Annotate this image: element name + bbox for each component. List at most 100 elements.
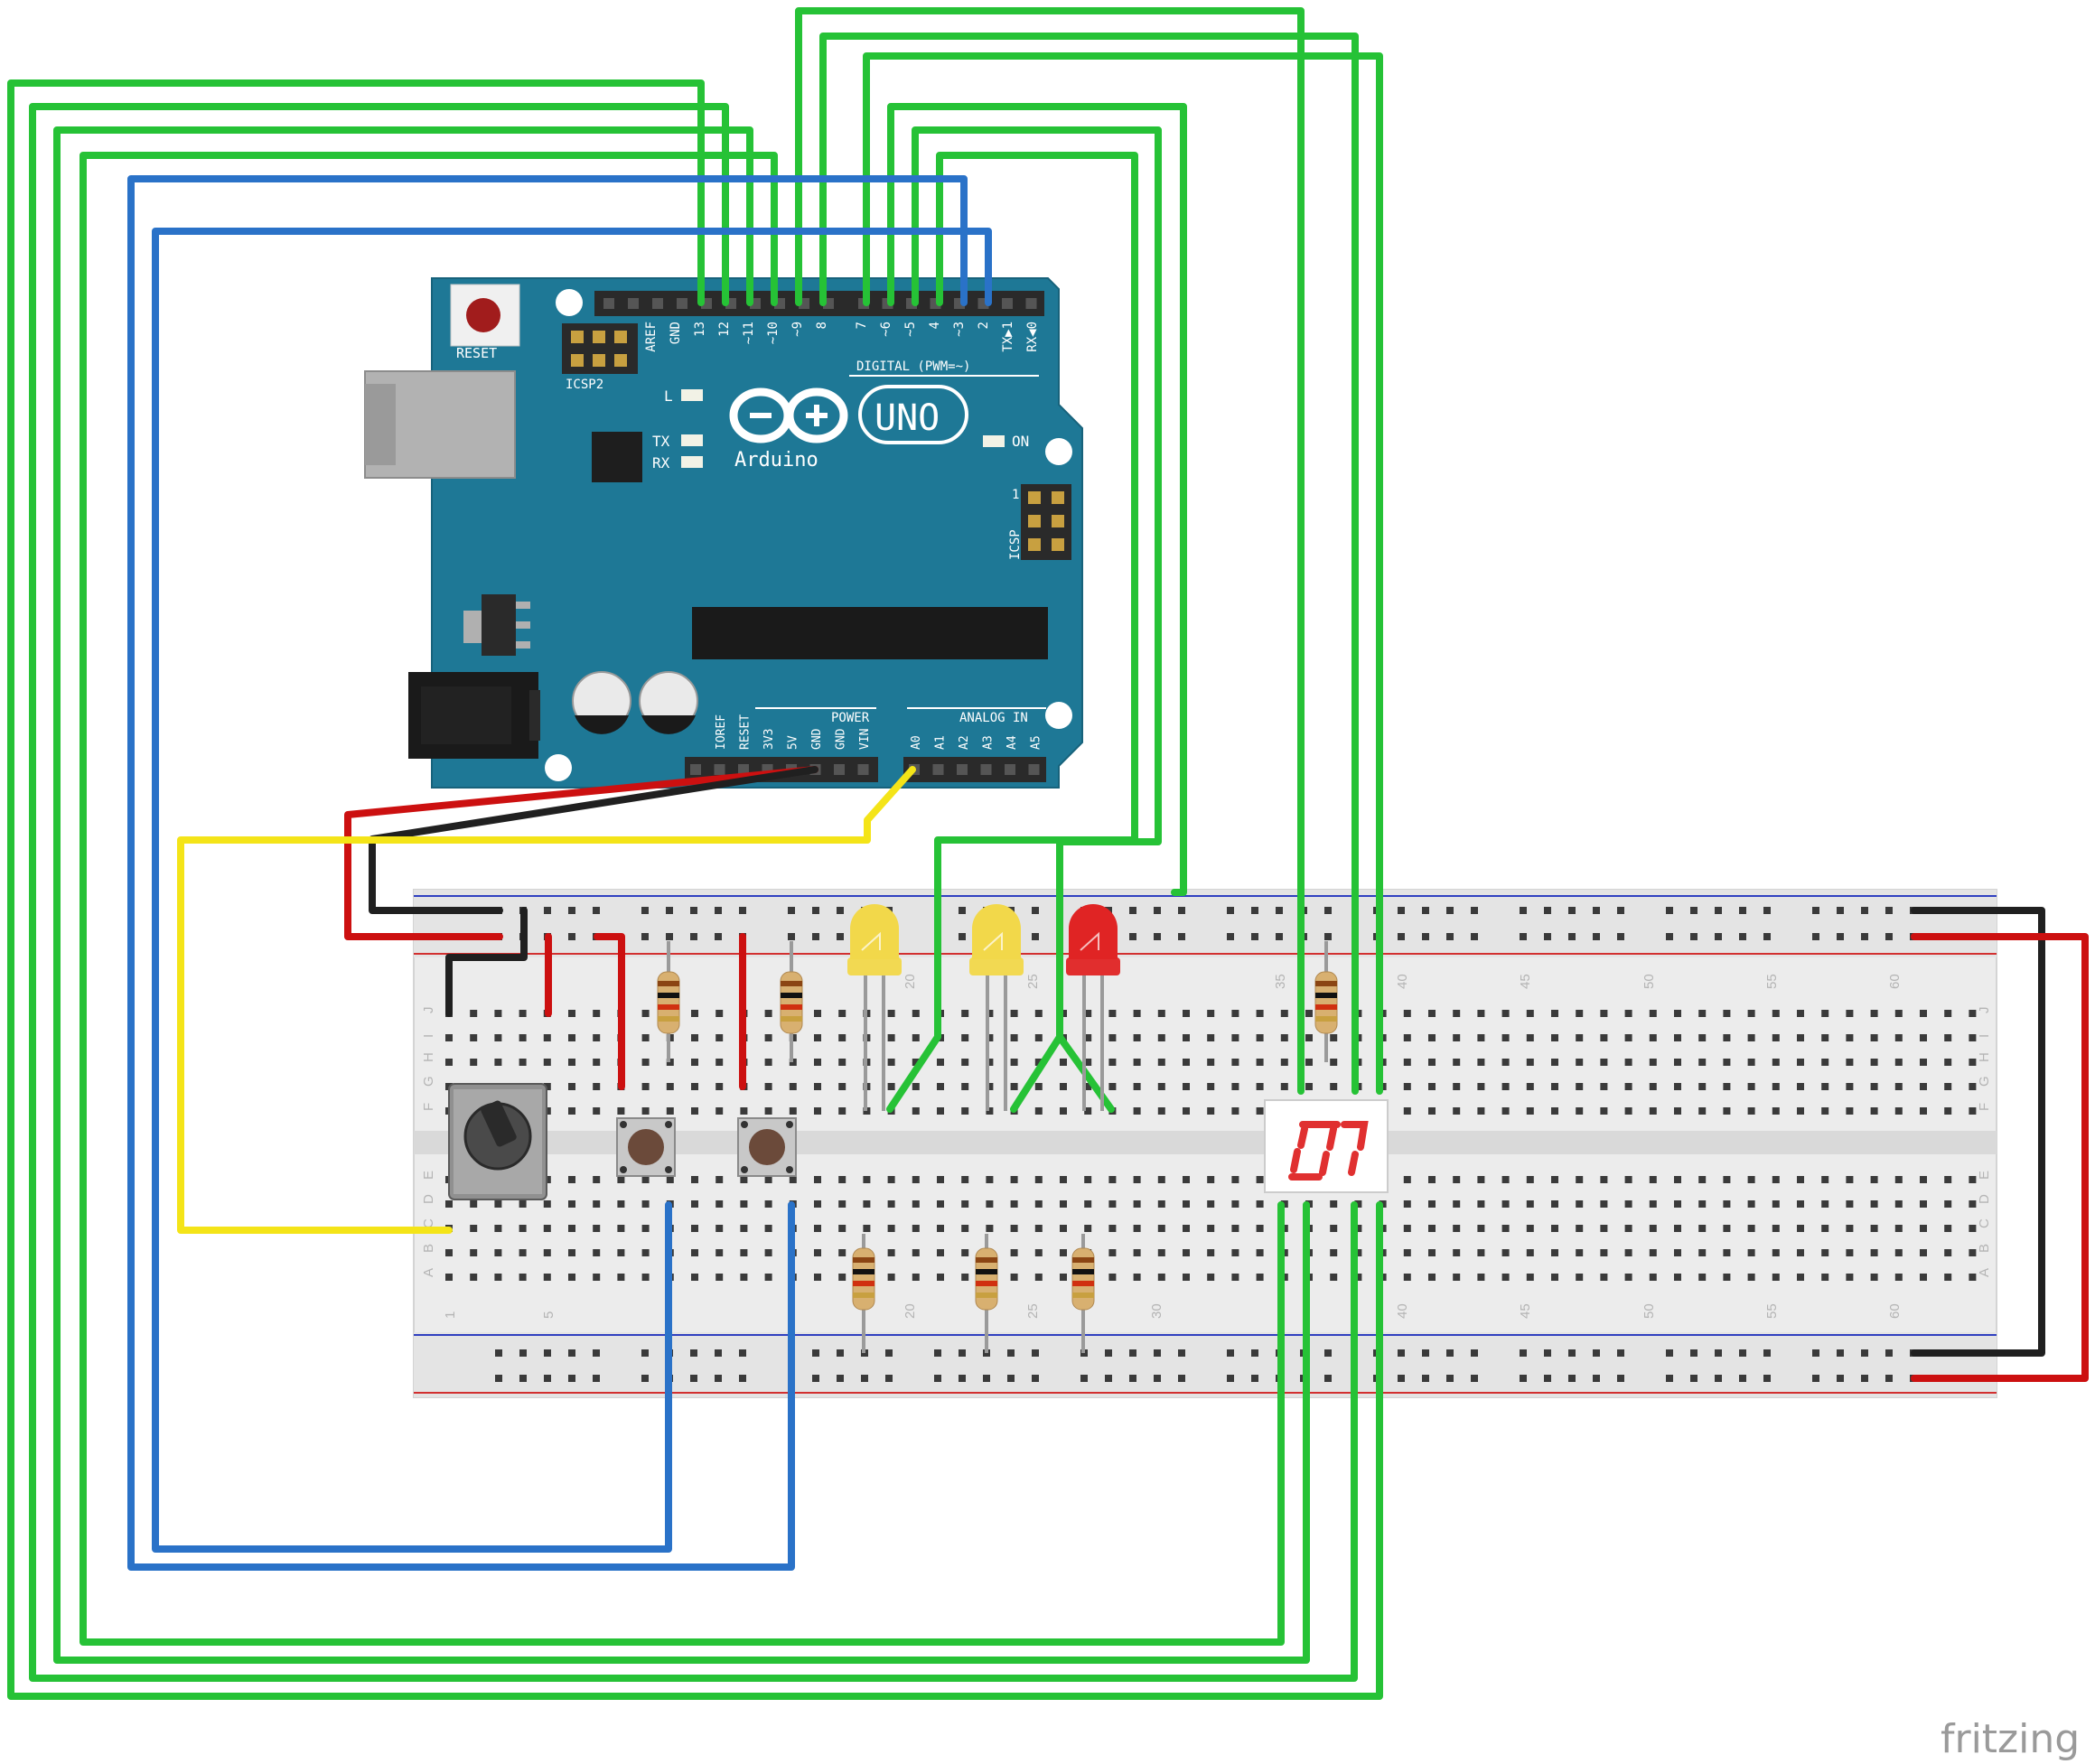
- breadboard-hole: [1501, 1034, 1510, 1041]
- breadboard-hole: [1207, 1107, 1215, 1115]
- breadboard-hole: [1747, 1034, 1755, 1041]
- col-num-top-60: 60: [1887, 974, 1903, 989]
- header-pin: [1005, 764, 1015, 775]
- breadboard-hole: [1034, 1249, 1043, 1256]
- breadboard-hole: [1576, 1083, 1584, 1090]
- breadboard-hole: [1797, 1200, 1804, 1208]
- breadboard-hole: [1501, 1249, 1510, 1256]
- breadboard-hole: [1231, 1059, 1239, 1066]
- rail-hole: [1885, 1375, 1893, 1382]
- breadboard-hole: [1698, 1083, 1707, 1090]
- breadboard-hole: [1183, 1034, 1190, 1041]
- breadboard-hole: [691, 1010, 698, 1017]
- breadboard-hole: [1034, 1083, 1043, 1090]
- breadboard-hole: [838, 1176, 846, 1183]
- breadboard-hole: [1551, 1059, 1558, 1066]
- breadboard-hole: [691, 1083, 698, 1090]
- breadboard-hole: [912, 1200, 920, 1208]
- icsp2-header: ICSP2: [562, 323, 638, 392]
- rail-hole: [1837, 1375, 1844, 1382]
- rail-hole: [1422, 933, 1429, 940]
- breadboard-column-numbers: 20 25 35 40 45 50 55 60 1 5 20 25 30 40 …: [443, 974, 1903, 1319]
- breadboard-hole: [568, 1176, 575, 1183]
- potentiometer[interactable]: [448, 1083, 547, 1200]
- breadboard-hole: [1453, 1034, 1461, 1041]
- push-button-2[interactable]: [737, 1117, 797, 1177]
- breadboard-hole: [519, 1249, 527, 1256]
- breadboard-hole: [1723, 1059, 1731, 1066]
- breadboard-hole: [641, 1010, 650, 1017]
- breadboard-hole: [593, 1274, 601, 1281]
- rail-hole: [1105, 1349, 1112, 1357]
- breadboard-hole: [1551, 1107, 1558, 1115]
- breadboard-hole: [1674, 1225, 1681, 1232]
- breadboard-hole: [1403, 1200, 1411, 1208]
- breadboard-hole: [1674, 1200, 1681, 1208]
- breadboard-hole: [1183, 1083, 1190, 1090]
- breadboard-hole: [1894, 1225, 1903, 1232]
- rail-hole: [1471, 933, 1478, 940]
- breadboard-hole: [912, 1249, 920, 1256]
- breadboard-hole: [1330, 1274, 1338, 1281]
- wire-black: [1911, 907, 2045, 1357]
- rail-hole: [1520, 933, 1527, 940]
- atmega-chip: [692, 607, 1048, 659]
- breadboard-hole: [1256, 1083, 1264, 1090]
- push-button-1[interactable]: [616, 1117, 676, 1177]
- breadboard-hole: [617, 1249, 625, 1256]
- rail-hole: [1544, 1349, 1551, 1357]
- breadboard-hole: [1723, 1200, 1731, 1208]
- potentiometer-knob[interactable]: [480, 1099, 518, 1148]
- breadboard-hole: [1183, 1107, 1190, 1115]
- rail-hole: [1324, 933, 1332, 940]
- breadboard-hole: [568, 1249, 575, 1256]
- breadboard-hole: [641, 1274, 650, 1281]
- breadboard-hole: [593, 1176, 601, 1183]
- resistor: [780, 941, 803, 1062]
- breadboard-hole: [1428, 1107, 1436, 1115]
- rail-hole: [1544, 907, 1551, 914]
- wire-green: [795, 7, 1305, 1095]
- breadboard-hole: [1183, 1274, 1190, 1281]
- icsp2-label: ICSP2: [566, 378, 603, 392]
- header-pin: [834, 764, 845, 775]
- breadboard-hole: [961, 1225, 969, 1232]
- breadboard-hole: [1501, 1176, 1510, 1183]
- breadboard-hole: [1403, 1249, 1411, 1256]
- breadboard-hole: [1944, 1083, 1952, 1090]
- rail-hole: [495, 1375, 502, 1382]
- breadboard-hole: [838, 1274, 846, 1281]
- breadboard-hole: [1256, 1176, 1264, 1183]
- usb-connector-front: [365, 384, 396, 465]
- breadboard-hole: [1920, 1274, 1927, 1281]
- breadboard-hole: [1969, 1034, 1977, 1041]
- breadboard-hole: [1133, 1176, 1141, 1183]
- col-num-bottom-25: 25: [1025, 1303, 1041, 1319]
- breadboard-hole: [1157, 1274, 1165, 1281]
- breadboard-hole: [1846, 1200, 1854, 1208]
- breadboard-hole: [1576, 1225, 1584, 1232]
- header-pin: [932, 764, 944, 775]
- analog-header: [903, 757, 1046, 782]
- rail-hole: [1520, 907, 1527, 914]
- breadboard-hole: [1084, 1083, 1092, 1090]
- breadboard-hole: [1256, 1274, 1264, 1281]
- breadboard-hole: [1797, 1225, 1804, 1232]
- rail-hole: [1666, 933, 1673, 940]
- breadboard-hole: [1969, 1225, 1977, 1232]
- breadboard-hole: [1723, 1249, 1731, 1256]
- rail-hole: [1154, 1349, 1161, 1357]
- col-num-top-35: 35: [1273, 974, 1288, 989]
- breadboard-hole: [1772, 1225, 1780, 1232]
- rail-hole: [568, 907, 575, 914]
- breadboard-hole: [1280, 1083, 1288, 1090]
- header-pin: [628, 298, 639, 309]
- led-on: [983, 435, 1005, 447]
- breadboard-hole: [1870, 1176, 1878, 1183]
- breadboard-hole: [1526, 1200, 1534, 1208]
- rail-hole: [1007, 1375, 1015, 1382]
- breadboard-hole: [1747, 1083, 1755, 1090]
- breadboard-hole: [1157, 1200, 1165, 1208]
- breadboard-hole: [1477, 1083, 1485, 1090]
- digital-pin-label: 13: [693, 322, 707, 337]
